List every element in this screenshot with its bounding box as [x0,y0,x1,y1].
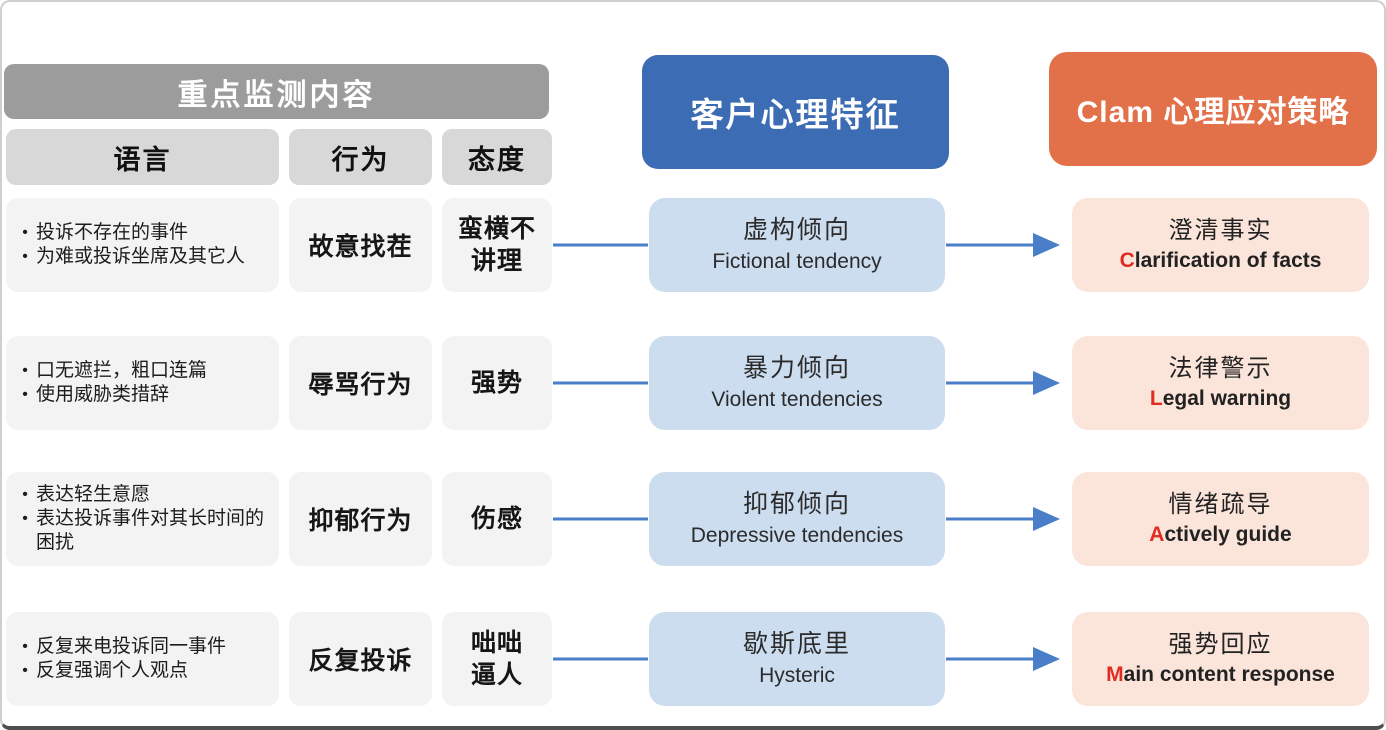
strategy-en-rest: ain content response [1123,662,1335,686]
psychology-cell: 虚构倾向 Fictional tendency [649,198,945,292]
psychology-en: Depressive tendencies [690,523,904,547]
psychology-en: Fictional tendency [712,249,882,273]
bullet-item: • 口无遮拦，粗口连篇 [14,359,207,383]
bullet-item: • 表达轻生意愿 [14,483,150,507]
bullet-icon: • [22,662,28,679]
bullet-text: 为难或投诉坐席及其它人 [36,246,246,267]
psychology-cell: 暴力倾向 Violent tendencies [649,336,945,430]
psychology-en: Hysteric [759,663,835,687]
strategy-zh: 法律警示 [1168,354,1273,382]
language-cell: • 投诉不存在的事件 • 为难或投诉坐席及其它人 [6,198,279,292]
bullet-text: 投诉不存在的事件 [36,222,189,243]
attitude-cell: 蛮横不讲理 [442,198,552,292]
strategy-en-initial: L [1149,386,1163,410]
bullet-item: • 表达投诉事件对其长时间的困扰 [14,507,269,555]
strategy-en-rest: ctively guide [1164,522,1292,546]
monitoring-content-header: 重点监测内容 [4,64,549,119]
attitude-text: 强势 [470,368,523,397]
attitude-text: 伤感 [470,504,523,533]
strategy-header: Clam 心理应对策略 [1049,52,1377,166]
strategy-en-initial: C [1119,248,1135,272]
attitude-text: 咄咄逼人 [470,628,523,690]
strategy-cell: 澄清事实 Clarification of facts [1072,198,1369,292]
attitude-text: 蛮横不讲理 [457,214,536,276]
bullet-text: 反复强调个人观点 [36,660,189,681]
strategy-en-initial: M [1106,662,1124,686]
strategy-zh: 情绪疏导 [1168,490,1273,518]
behavior-cell: 辱骂行为 [289,336,432,430]
psychology-zh: 抑郁倾向 [742,490,851,519]
bullet-item: • 投诉不存在的事件 [14,221,188,245]
bullet-item: • 为难或投诉坐席及其它人 [14,245,245,269]
bullet-icon: • [22,224,28,241]
strategy-en: Legal warning [1150,384,1291,413]
strategy-cell: 法律警示 Legal warning [1072,336,1369,430]
psychology-cell: 抑郁倾向 Depressive tendencies [649,472,945,566]
strategy-cell: 情绪疏导 Actively guide [1072,472,1369,566]
bullet-item: • 反复来电投诉同一事件 [14,635,226,659]
language-cell: • 表达轻生意愿 • 表达投诉事件对其长时间的困扰 [6,472,279,566]
strategy-en-rest: egal warning [1162,386,1292,410]
strategy-en: Main content response [1106,660,1335,689]
strategy-cell: 强势回应 Main content response [1072,612,1369,706]
strategy-en-initial: A [1149,522,1165,546]
psychology-zh: 暴力倾向 [742,354,851,383]
psychology-zh: 虚构倾向 [742,216,851,245]
language-cell: • 反复来电投诉同一事件 • 反复强调个人观点 [6,612,279,706]
bullet-icon: • [22,386,28,403]
psychology-en: Violent tendencies [711,387,883,411]
behavior-cell: 反复投诉 [289,612,432,706]
psychology-zh: 歇斯底里 [742,630,851,659]
column-header-language: 语言 [6,129,279,185]
attitude-cell: 咄咄逼人 [442,612,552,706]
column-header-behavior: 行为 [289,129,432,185]
bullet-icon: • [22,638,28,655]
bullet-text: 反复来电投诉同一事件 [36,636,227,657]
behavior-cell: 故意找茬 [289,198,432,292]
bullet-icon: • [22,362,28,379]
bullet-text: 表达轻生意愿 [36,484,151,506]
attitude-cell: 伤感 [442,472,552,566]
column-header-attitude: 态度 [442,129,552,185]
bullet-icon: • [22,248,28,265]
bullet-item: • 反复强调个人观点 [14,659,188,683]
bullet-icon: • [22,510,28,528]
strategy-zh: 强势回应 [1168,630,1273,658]
psychology-header: 客户心理特征 [642,55,949,169]
attitude-cell: 强势 [442,336,552,430]
language-cell: • 口无遮拦，粗口连篇 • 使用威胁类措辞 [6,336,279,430]
strategy-en: Actively guide [1149,520,1291,549]
bullet-text: 表达投诉事件对其长时间的困扰 [36,508,265,553]
bullet-text: 使用威胁类措辞 [36,384,170,405]
behavior-cell: 抑郁行为 [289,472,432,566]
strategy-zh: 澄清事实 [1168,216,1273,244]
psychology-cell: 歇斯底里 Hysteric [649,612,945,706]
bullet-text: 口无遮拦，粗口连篇 [36,360,208,381]
bullet-icon: • [22,486,28,504]
strategy-en-rest: larification of facts [1134,248,1322,272]
strategy-en: Clarification of facts [1120,246,1322,275]
bullet-item: • 使用威胁类措辞 [14,383,169,407]
